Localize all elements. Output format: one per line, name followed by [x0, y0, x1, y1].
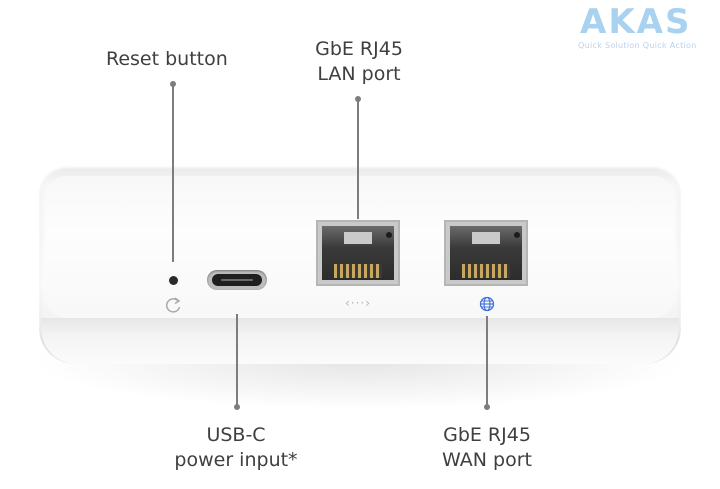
- usbc-label-line-2: power input*: [174, 449, 298, 471]
- usbc-tongue: [221, 279, 253, 281]
- lan-arrows-icon: ‹···›: [345, 296, 372, 310]
- lan-port-jack: [322, 226, 394, 280]
- lan-port-label: GbE RJ45 LAN port: [309, 37, 409, 87]
- logo-tagline: Quick Solution Quick Action: [578, 41, 697, 50]
- wan-leader-line: [486, 316, 488, 406]
- lan-port-pins: [334, 264, 382, 278]
- wan-label-line-1: GbE RJ45: [443, 424, 531, 446]
- usbc-port-opening: [212, 274, 262, 286]
- lan-label-line-1: GbE RJ45: [315, 38, 403, 60]
- usbc-label-line-1: USB-C: [206, 424, 266, 446]
- usbc-leader-dot: [234, 404, 240, 410]
- reset-icon: [165, 297, 181, 313]
- lan-port[interactable]: [316, 220, 400, 286]
- lan-label-line-2: LAN port: [317, 63, 401, 85]
- wan-leader-dot: [484, 404, 490, 410]
- lan-port-led: [386, 232, 392, 238]
- lan-port-key: [344, 232, 372, 244]
- logo-word: AKAS: [580, 2, 692, 42]
- wan-port-led: [514, 232, 520, 238]
- wan-port-key: [472, 232, 500, 244]
- wan-label-line-2: WAN port: [442, 449, 532, 471]
- wan-port[interactable]: [444, 220, 528, 286]
- akas-logo: AKAS Quick Solution Quick Action: [572, 2, 718, 56]
- usbc-leader-line: [236, 314, 238, 406]
- usbc-port[interactable]: [207, 270, 267, 290]
- reset-leader-line: [172, 84, 174, 262]
- device-base: [41, 318, 679, 364]
- globe-icon: [479, 296, 495, 312]
- lan-leader-line: [357, 99, 359, 219]
- wan-port-jack: [450, 226, 522, 280]
- reset-label-text: Reset button: [106, 48, 228, 70]
- reset-button-label: Reset button: [106, 47, 228, 72]
- wan-port-label: GbE RJ45 WAN port: [432, 423, 542, 473]
- usbc-port-label: USB-C power input*: [166, 423, 306, 473]
- wan-port-pins: [462, 264, 510, 278]
- reset-hole[interactable]: [169, 276, 178, 285]
